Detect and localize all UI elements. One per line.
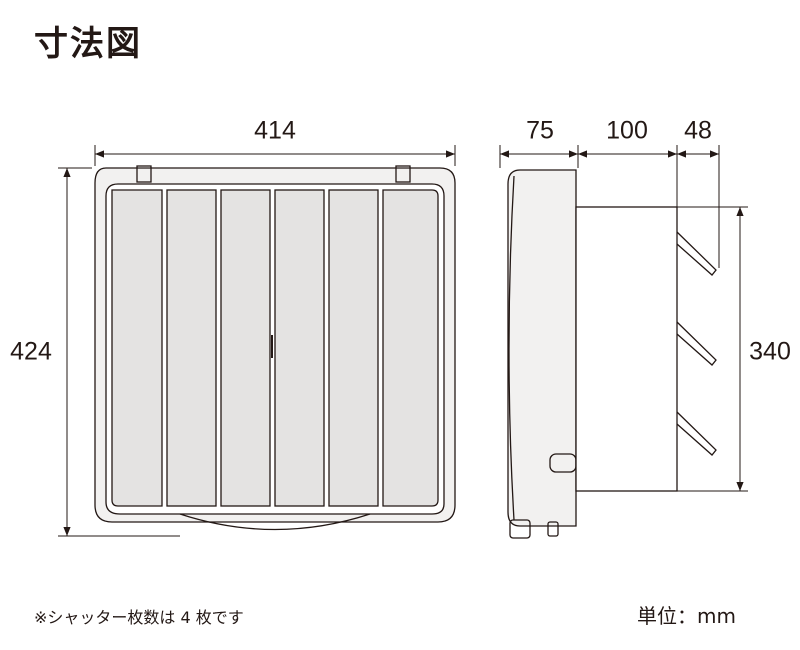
bottom-foot bbox=[509, 519, 531, 539]
shutter-panel bbox=[328, 189, 379, 507]
shutter-panel bbox=[111, 189, 163, 507]
depth-back-label: 48 bbox=[684, 116, 712, 145]
depth-front-label: 75 bbox=[526, 116, 554, 145]
duct-body bbox=[575, 206, 678, 492]
shutter-blade bbox=[676, 321, 717, 366]
depth-middle-label: 100 bbox=[606, 116, 648, 145]
shutter-count-note: ※シャッター枚数は 4 枚です bbox=[34, 608, 244, 627]
shutter-panel bbox=[274, 189, 325, 507]
bottom-lip bbox=[179, 513, 371, 531]
right-tab bbox=[395, 165, 411, 183]
side-view bbox=[507, 169, 717, 539]
shutter-blade bbox=[676, 231, 717, 276]
left-tab bbox=[136, 165, 152, 183]
shutter-panel bbox=[166, 189, 217, 507]
shutter-blade bbox=[676, 411, 717, 456]
dimension-lines bbox=[58, 145, 748, 537]
bottom-foot bbox=[547, 521, 559, 537]
shutter-panel bbox=[220, 189, 271, 507]
unit-label: 単位：mm bbox=[637, 604, 736, 628]
shutter-height-label: 340 bbox=[749, 337, 791, 366]
housing bbox=[507, 169, 577, 527]
height-label: 424 bbox=[10, 337, 52, 366]
width-label: 414 bbox=[254, 116, 296, 145]
housing-front-curve bbox=[508, 175, 515, 521]
shutter-panel bbox=[382, 189, 439, 507]
page-title: 寸法図 bbox=[34, 24, 142, 64]
front-view bbox=[94, 165, 456, 531]
